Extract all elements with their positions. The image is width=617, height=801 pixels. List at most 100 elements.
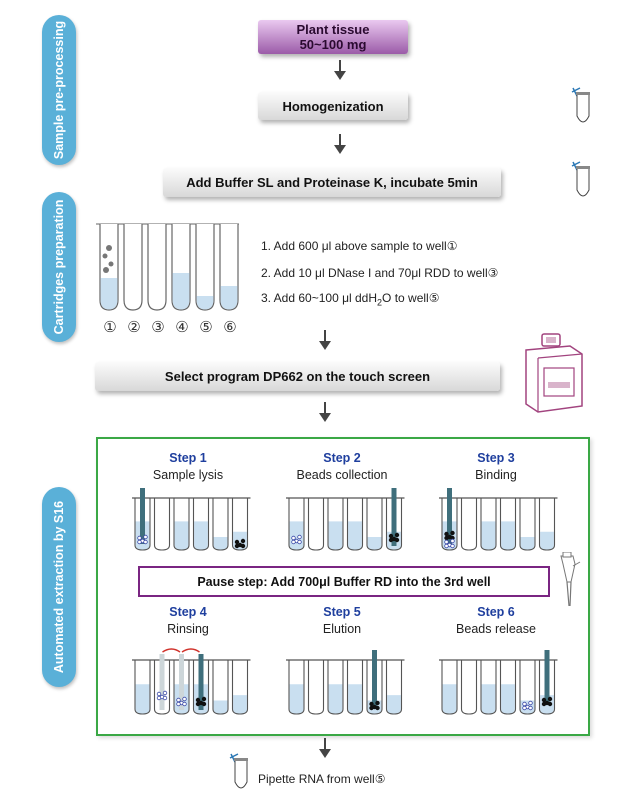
bead bbox=[240, 543, 246, 549]
well-liquid bbox=[174, 521, 189, 550]
well-label-5: ⑤ bbox=[199, 319, 213, 336]
well-liquid bbox=[501, 521, 515, 550]
bead bbox=[291, 535, 296, 541]
bead bbox=[547, 696, 553, 702]
arrow-3 bbox=[319, 330, 331, 350]
well-label-4: ④ bbox=[175, 319, 189, 336]
well bbox=[460, 498, 478, 551]
well bbox=[307, 660, 325, 715]
well bbox=[288, 498, 305, 551]
well-label-2: ② bbox=[127, 319, 141, 336]
bead bbox=[375, 705, 380, 711]
step-4-illustration bbox=[132, 648, 251, 715]
section-tab-cartridges: Cartridges preparation bbox=[42, 192, 76, 342]
bead bbox=[195, 701, 201, 707]
transfer-arrow bbox=[181, 648, 200, 653]
bead bbox=[137, 535, 142, 541]
arrow-2 bbox=[334, 134, 346, 154]
step-1-illustration bbox=[132, 488, 251, 551]
tube-icon bbox=[571, 161, 590, 197]
bead bbox=[444, 535, 449, 541]
well-liquid bbox=[520, 537, 535, 550]
section-label-cartridges: Cartridges preparation bbox=[52, 199, 66, 335]
step-6-title: Step 6 bbox=[477, 605, 515, 619]
bead bbox=[234, 543, 240, 549]
magnet-rod-icon bbox=[140, 488, 145, 544]
bead bbox=[291, 539, 296, 545]
step-5-illustration bbox=[286, 650, 405, 715]
well bbox=[307, 498, 325, 551]
magnet-rod-icon bbox=[544, 650, 550, 702]
instruction-3: 3. Add 60~100 μl ddH2O to well⑤ bbox=[261, 291, 439, 307]
step-5-title: Step 5 bbox=[323, 605, 361, 619]
section-label-preprocessing: Sample pre-processing bbox=[52, 20, 66, 160]
bead bbox=[541, 701, 547, 707]
well-liquid bbox=[367, 537, 382, 550]
bead bbox=[388, 537, 394, 543]
step-1-desc: Sample lysis bbox=[152, 468, 224, 482]
well bbox=[366, 498, 383, 551]
magnet-rod-icon bbox=[198, 654, 204, 710]
well-liquid bbox=[387, 695, 401, 714]
well-liquid bbox=[194, 521, 208, 550]
well bbox=[538, 660, 556, 715]
bead bbox=[182, 701, 187, 707]
bead bbox=[162, 690, 168, 696]
bead bbox=[528, 700, 533, 706]
arrow-1 bbox=[334, 60, 346, 80]
plant-tissue-title: Plant tissue bbox=[296, 22, 370, 37]
well bbox=[460, 660, 478, 715]
instruction-1: 1. Add 600 μl above sample to well① bbox=[261, 239, 458, 253]
bead bbox=[195, 697, 201, 703]
well bbox=[134, 660, 151, 715]
well-liquid bbox=[481, 521, 496, 550]
well bbox=[212, 660, 229, 715]
step-6-desc: Beads release bbox=[456, 622, 536, 636]
magnet-rod-icon bbox=[372, 650, 377, 708]
well bbox=[346, 660, 364, 715]
bead bbox=[369, 705, 374, 711]
bead bbox=[444, 539, 449, 545]
well-liquid bbox=[540, 531, 554, 550]
well bbox=[173, 660, 190, 715]
well bbox=[327, 660, 344, 715]
well bbox=[385, 660, 403, 715]
well bbox=[212, 498, 229, 551]
tube-icon bbox=[229, 753, 248, 789]
section-tab-preprocessing: Sample pre-processing bbox=[42, 15, 76, 165]
bead bbox=[444, 531, 449, 537]
section-tab-automated: Automated extraction by S16 bbox=[42, 487, 76, 687]
bead bbox=[297, 534, 302, 540]
step-1-title: Step 1 bbox=[169, 451, 207, 465]
pipette-icon bbox=[560, 552, 581, 607]
well bbox=[519, 498, 536, 551]
step-2-illustration bbox=[286, 488, 405, 551]
bead bbox=[528, 705, 533, 711]
arrow-4 bbox=[319, 402, 331, 422]
step-4-title: Step 4 bbox=[169, 605, 207, 619]
bead bbox=[444, 543, 449, 549]
bead bbox=[176, 697, 181, 703]
well bbox=[231, 660, 249, 715]
plant-tissue-box: Plant tissue 50~100 mg bbox=[258, 20, 408, 54]
magnet-rod-icon bbox=[179, 654, 184, 710]
add-buffer-box: Add Buffer SL and Proteinase K, incubate… bbox=[163, 168, 501, 197]
step-6-illustration bbox=[439, 650, 558, 715]
well-liquid bbox=[213, 537, 228, 550]
well-liquid bbox=[328, 684, 343, 714]
bead bbox=[450, 543, 455, 549]
well bbox=[173, 498, 190, 551]
bead bbox=[450, 538, 455, 544]
well bbox=[441, 660, 458, 715]
magnet-rod-icon bbox=[159, 654, 165, 710]
pause-step-box: Pause step: Add 700μl Buffer RD into the… bbox=[138, 566, 550, 597]
magnet-rod-icon bbox=[391, 488, 397, 546]
bead bbox=[201, 696, 207, 702]
well bbox=[153, 498, 171, 551]
instruction-3-prefix: 3. Add 60~100 μl ddH bbox=[261, 291, 378, 305]
well-label-1: ① bbox=[103, 319, 117, 336]
well bbox=[134, 498, 151, 551]
well bbox=[288, 660, 305, 715]
bead bbox=[182, 696, 187, 702]
step-3-desc: Binding bbox=[475, 468, 517, 482]
